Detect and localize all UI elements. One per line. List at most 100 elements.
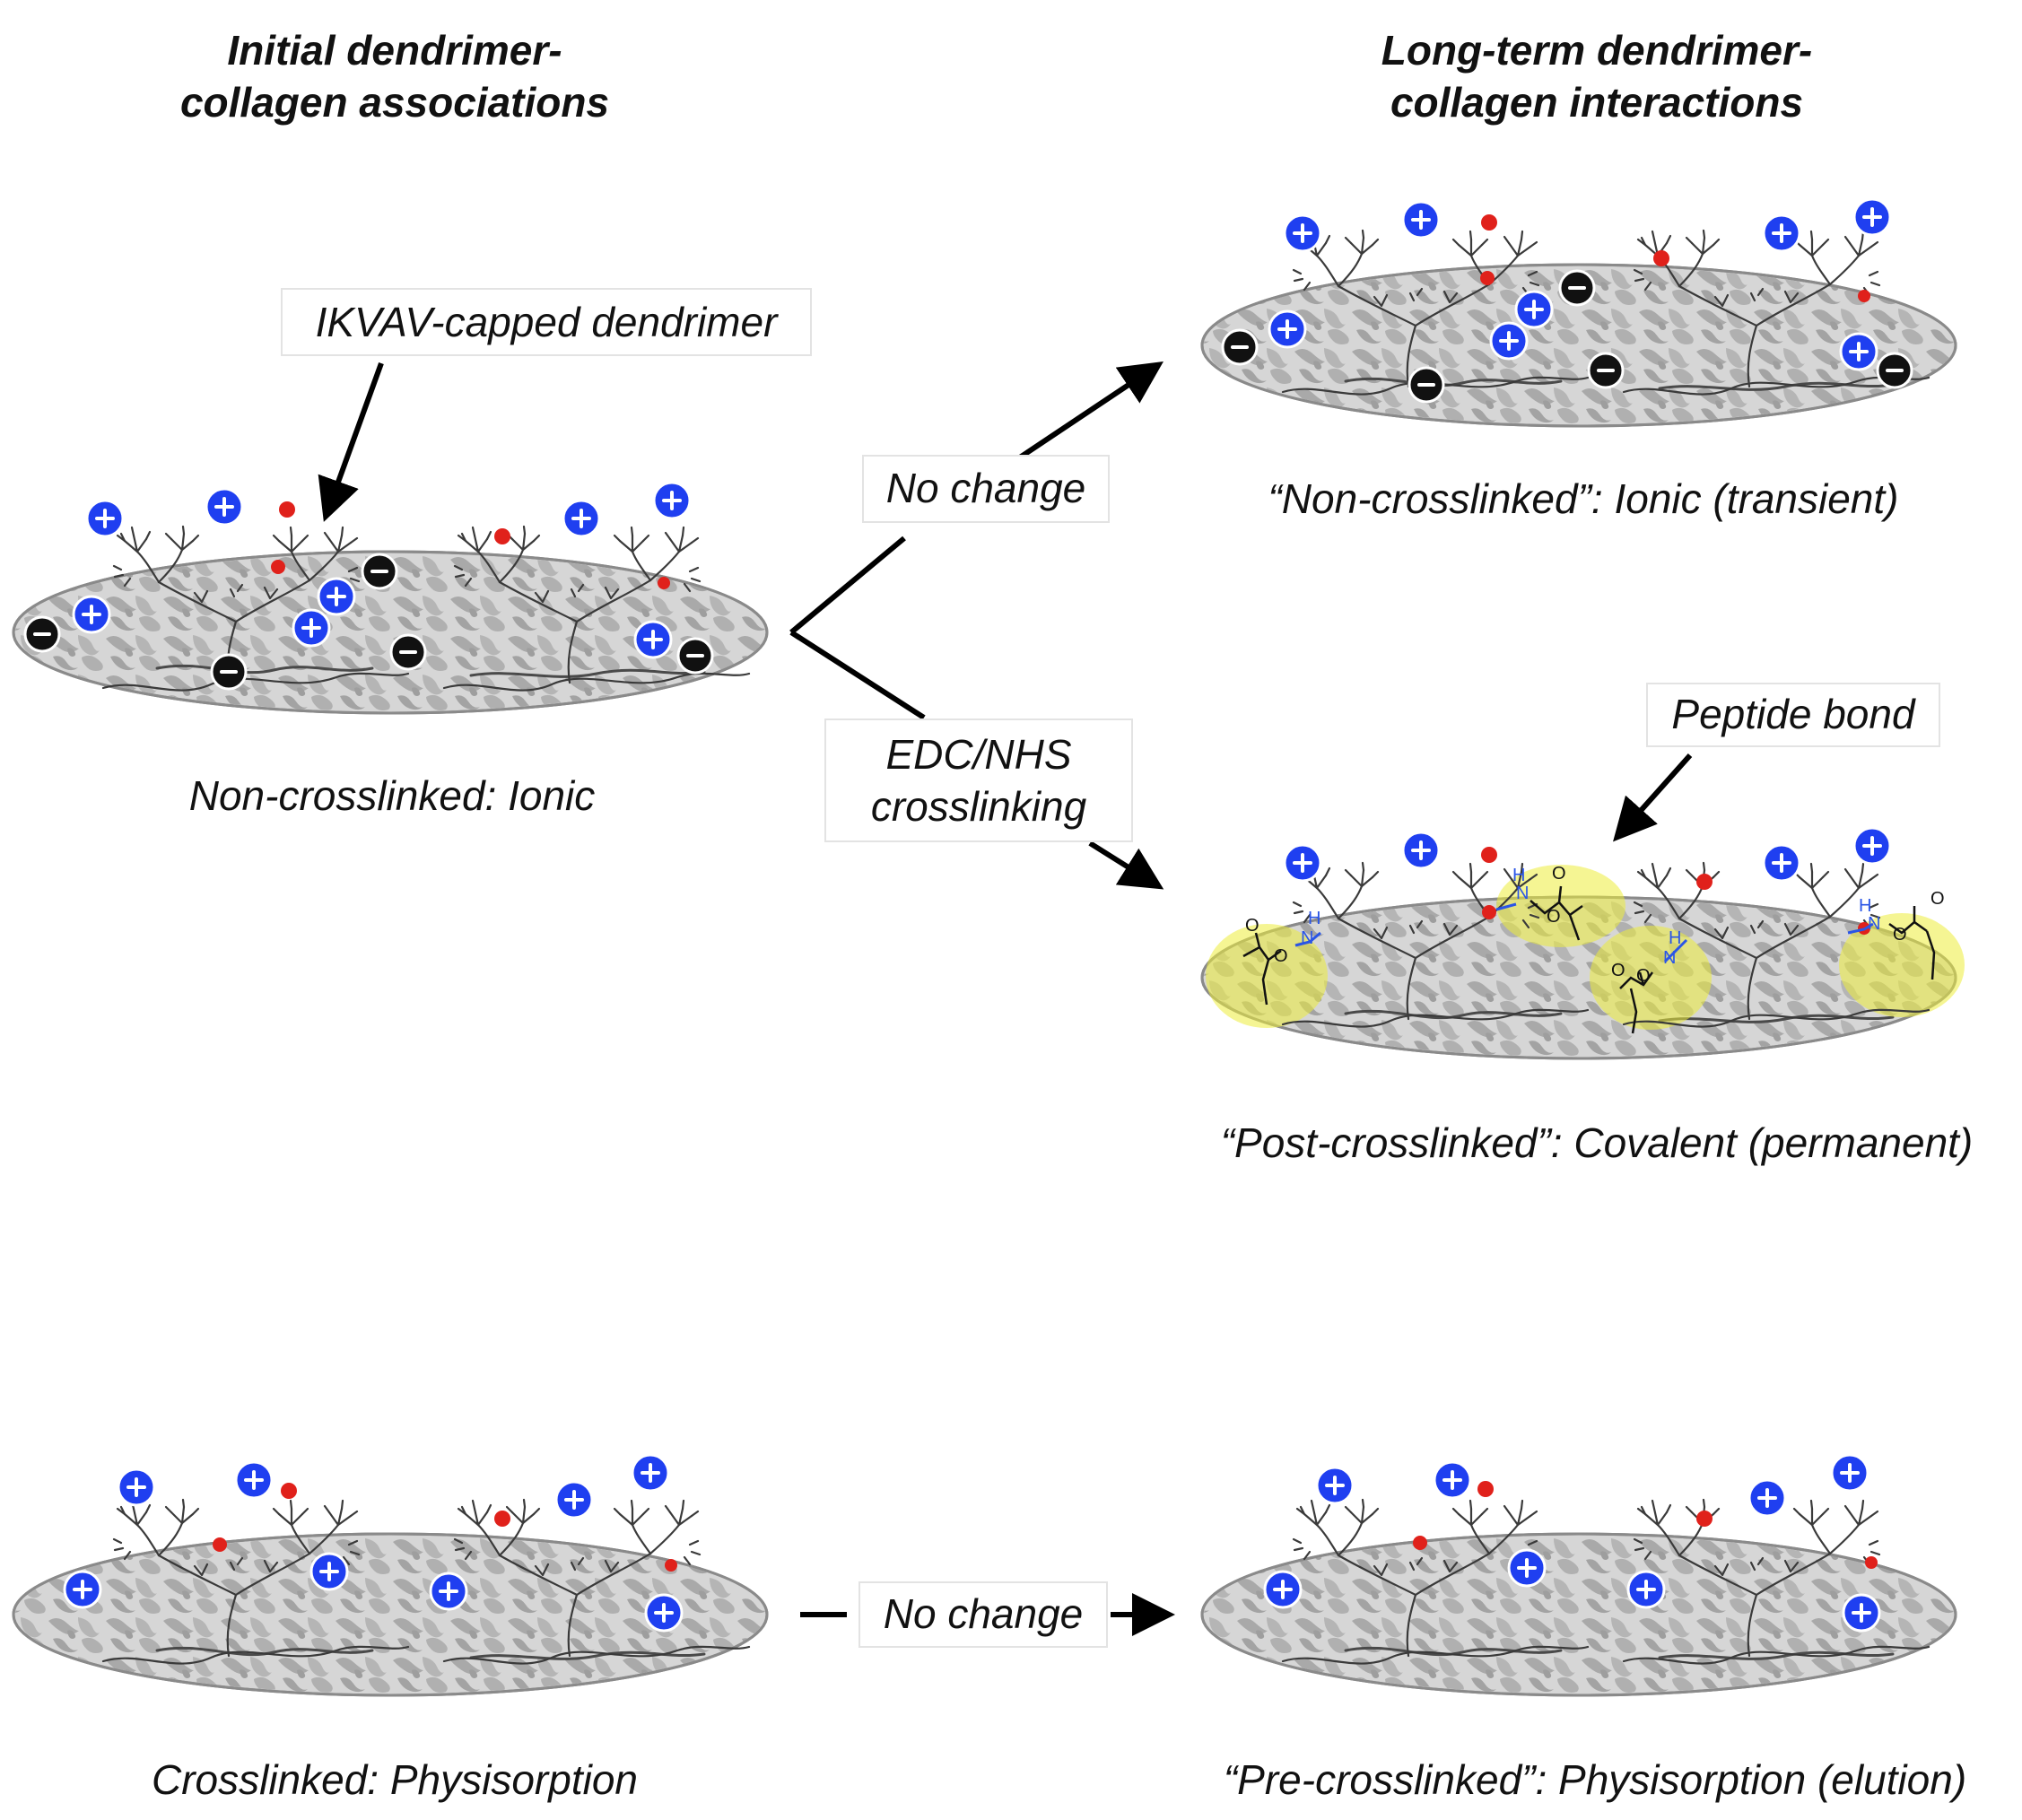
negative-charge xyxy=(389,633,427,671)
positive-charge xyxy=(633,620,673,659)
positive-charge xyxy=(644,1593,684,1633)
negative-charge xyxy=(1221,328,1259,366)
atom-o: O xyxy=(1547,907,1561,927)
epitope-dot xyxy=(1480,271,1495,285)
positive-charge xyxy=(1762,213,1801,253)
atom-o: O xyxy=(1930,889,1945,909)
positive-charge xyxy=(1507,1548,1547,1588)
positive-charge xyxy=(309,1552,349,1591)
label-edc-nhs: EDC/NHS crosslinking xyxy=(824,718,1133,842)
atom-o: O xyxy=(1636,966,1651,986)
epitope-dot xyxy=(1696,874,1713,890)
header-longterm-line1: Long-term dendrimer- xyxy=(1381,27,1812,74)
atom-o: O xyxy=(1893,925,1907,945)
epitope-dot xyxy=(1482,905,1496,919)
atom-n: N xyxy=(1301,928,1313,948)
arrow-peptide xyxy=(1613,753,1693,842)
label-no-change-top-text: No change xyxy=(886,465,1086,511)
label-peptide-text: Peptide bond xyxy=(1671,691,1916,737)
atom-o: O xyxy=(1611,961,1625,980)
negative-charge xyxy=(1558,269,1596,307)
positive-charge xyxy=(1433,1460,1472,1500)
label-no-change-top: No change xyxy=(862,455,1110,523)
label-edc-line2: crosslinking xyxy=(871,783,1087,830)
header-longterm-line2: collagen interactions xyxy=(1390,79,1803,126)
header-initial-line1: Initial dendrimer- xyxy=(227,27,562,74)
positive-charge xyxy=(292,608,331,648)
atom-o: O xyxy=(1274,946,1288,966)
caption-non-crosslinked: Non-crosslinked: Ionic xyxy=(189,772,596,819)
positive-charge xyxy=(1263,1570,1303,1609)
atom-h: H xyxy=(1512,866,1525,885)
label-ikvav-text: IKVAV-capped dendrimer xyxy=(316,299,780,345)
positive-charge xyxy=(1268,309,1307,349)
atom-h: H xyxy=(1859,896,1871,916)
branch-lower-segment xyxy=(789,630,926,720)
epitope-dot xyxy=(658,577,670,589)
epitope-dot xyxy=(494,1511,510,1527)
epitope-dot xyxy=(1858,290,1870,302)
bond-highlight xyxy=(1206,924,1328,1028)
negative-charge xyxy=(23,615,61,653)
negative-charge xyxy=(1876,352,1913,389)
positive-charge xyxy=(72,595,111,634)
positive-charge xyxy=(1852,826,1892,866)
panel-crosslinked xyxy=(12,1453,769,1697)
atom-h: H xyxy=(1669,928,1681,948)
positive-charge xyxy=(1489,321,1529,361)
panel-pre-crosslinked xyxy=(1200,1453,1957,1697)
positive-charge xyxy=(1514,290,1554,329)
caption-crosslinked: Crosslinked: Physisorption xyxy=(152,1756,638,1803)
positive-charge xyxy=(234,1460,274,1500)
label-ikvav: IKVAV-capped dendrimer xyxy=(281,288,812,356)
bond-highlight xyxy=(1839,913,1965,1017)
epitope-dot xyxy=(1481,214,1497,231)
epitope-dot xyxy=(494,528,510,544)
positive-charge xyxy=(429,1572,468,1611)
epitope-dot xyxy=(1696,1511,1713,1527)
epitope-dot xyxy=(281,1483,297,1499)
epitope-dot xyxy=(1477,1481,1494,1497)
epitope-dot xyxy=(665,1559,677,1572)
label-no-change-bottom: No change xyxy=(858,1581,1108,1648)
epitope-dot xyxy=(279,501,295,518)
negative-charge xyxy=(361,553,398,590)
atom-n: N xyxy=(1663,948,1676,968)
epitope-dot xyxy=(1481,847,1497,863)
label-edc-line1: EDC/NHS xyxy=(885,731,1071,778)
positive-charge xyxy=(1852,197,1892,237)
peptide-bond-left: H N O O xyxy=(1242,909,1321,1006)
negative-charge xyxy=(1408,366,1445,404)
positive-charge xyxy=(1762,843,1801,883)
positive-charge xyxy=(63,1570,102,1609)
positive-charge xyxy=(117,1467,156,1507)
positive-charge xyxy=(317,577,356,616)
epitope-dot xyxy=(1653,250,1669,266)
caption-post-crosslinked: “Post-crosslinked”: Covalent (permanent) xyxy=(1221,1119,1974,1166)
header-initial-line2: collagen associations xyxy=(180,79,609,126)
positive-charge xyxy=(85,499,125,538)
peptide-bond-mid: H N O O xyxy=(1611,928,1688,1034)
epitope-dot xyxy=(271,560,285,574)
positive-charge xyxy=(652,481,692,520)
positive-charge xyxy=(1839,332,1878,371)
arrow-edc xyxy=(1088,840,1164,890)
positive-charge xyxy=(1747,1478,1787,1518)
caption-non-crosslinked-long: “Non-crosslinked”: Ionic (transient) xyxy=(1268,475,1898,522)
branch-upper-lower-segment xyxy=(789,536,906,635)
positive-charge xyxy=(562,499,601,538)
epitope-dot xyxy=(213,1537,227,1552)
atom-o: O xyxy=(1552,864,1566,884)
negative-charge xyxy=(676,637,714,675)
positive-charge xyxy=(1283,213,1322,253)
atom-o: O xyxy=(1245,916,1259,936)
epitope-dot xyxy=(1865,1556,1878,1569)
peptide-bond-right: H N O O xyxy=(1847,889,1945,980)
bond-highlight xyxy=(1590,926,1712,1030)
caption-pre-crosslinked: “Pre-crosslinked”: Physisorption (elutio… xyxy=(1224,1756,1966,1803)
atom-h: H xyxy=(1308,909,1320,928)
label-peptide-bond: Peptide bond xyxy=(1646,683,1940,747)
atom-n: N xyxy=(1868,914,1880,934)
positive-charge xyxy=(1842,1593,1881,1633)
